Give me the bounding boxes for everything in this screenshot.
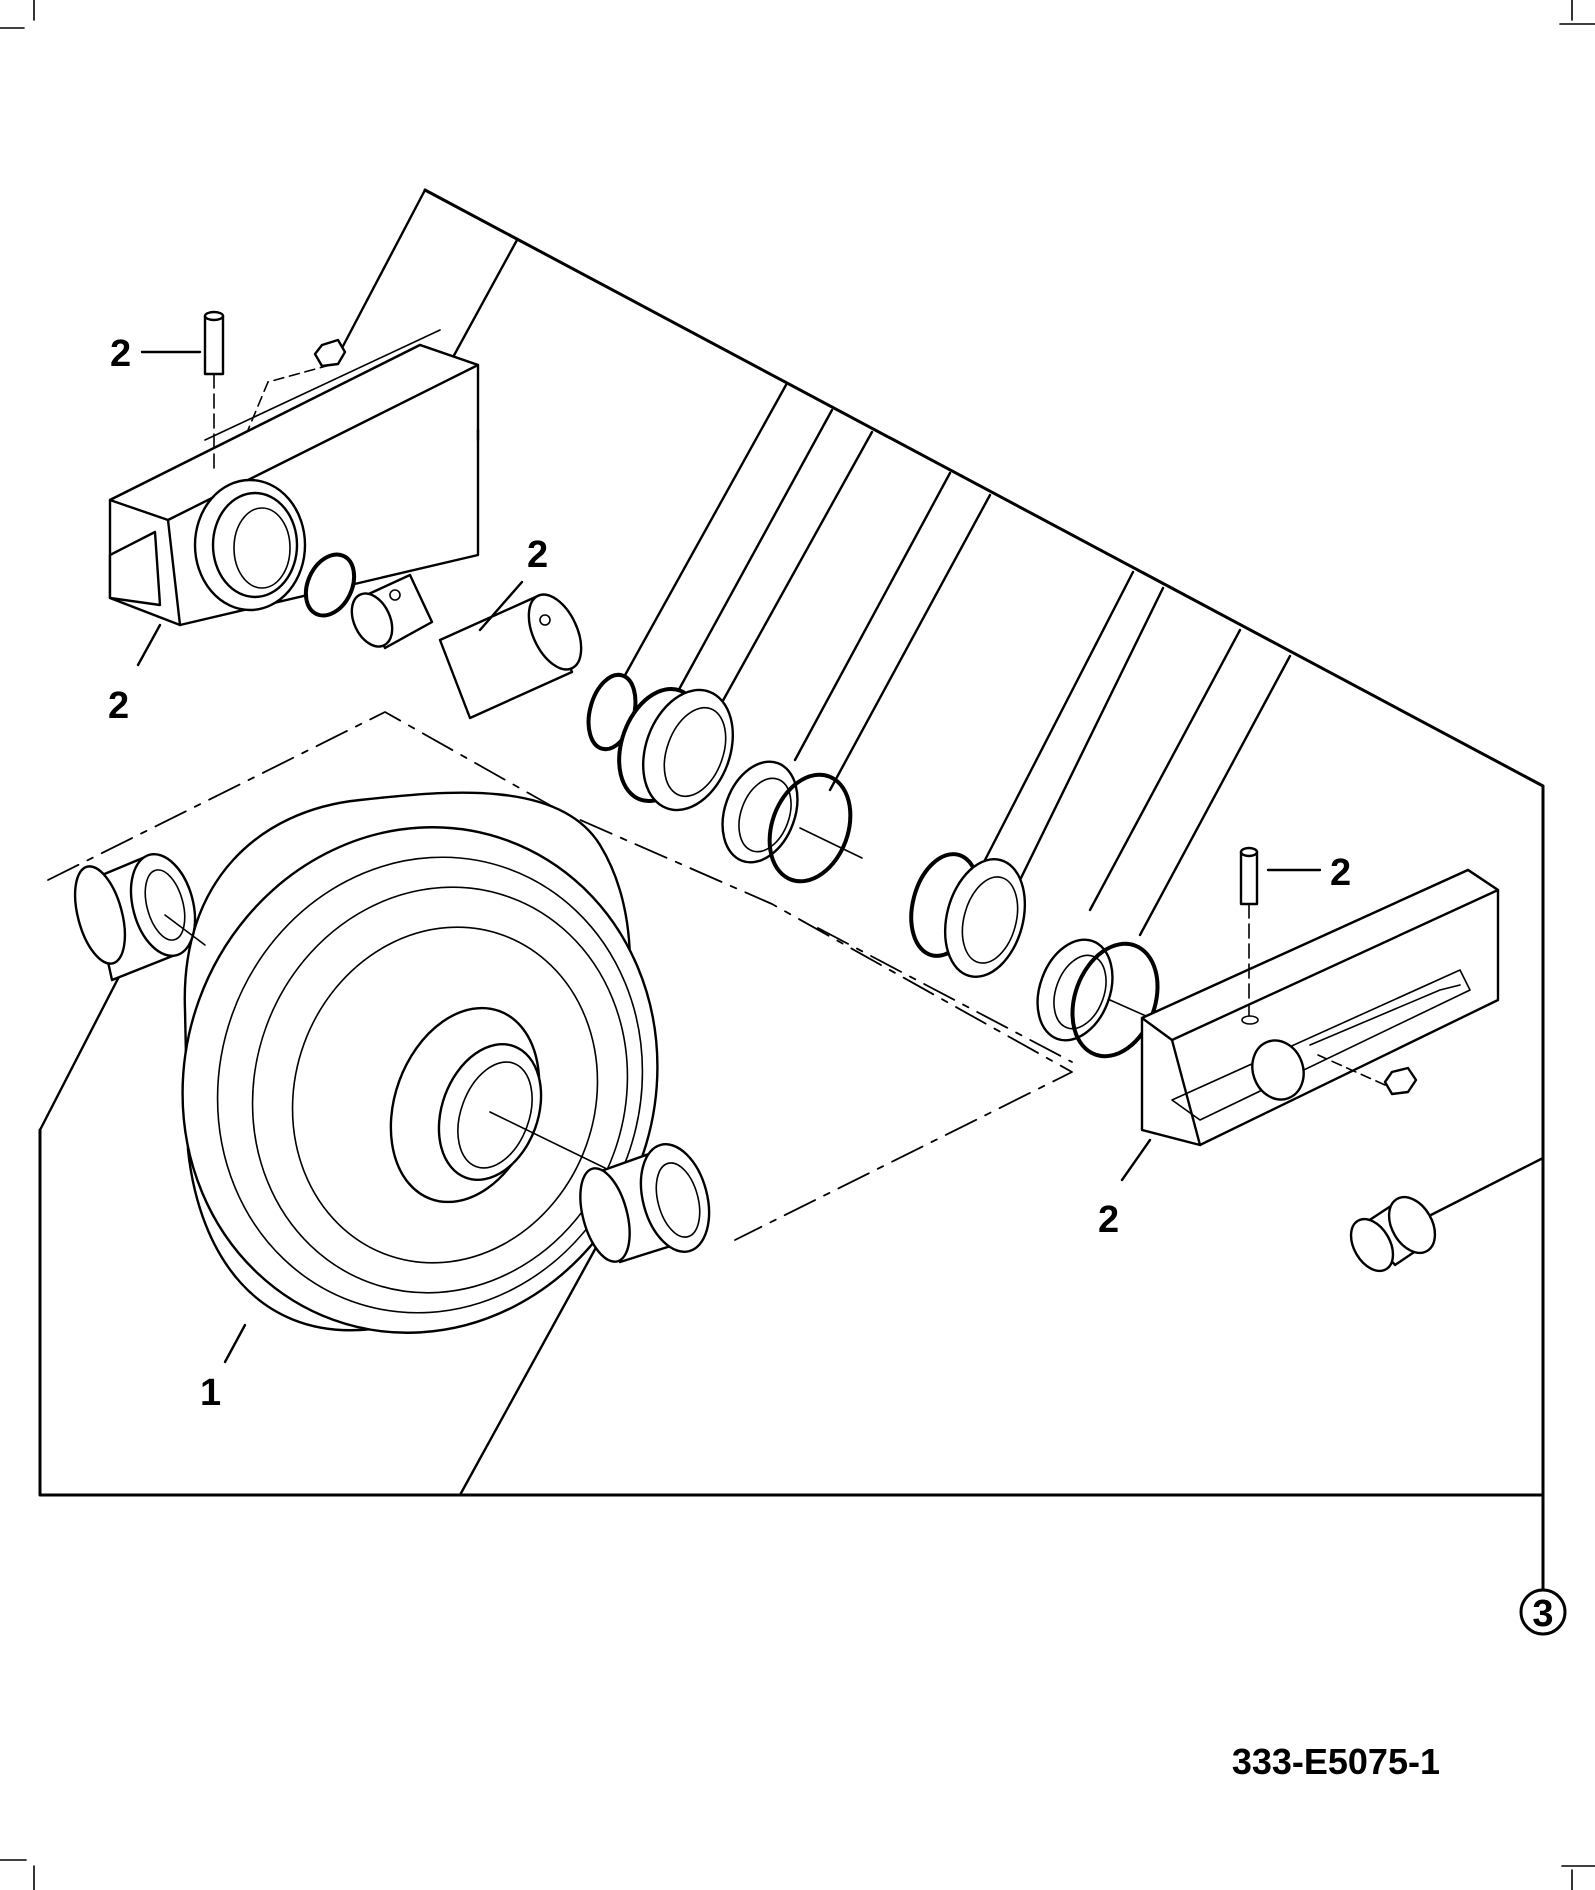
callout-leader-2c	[478, 580, 524, 632]
part-number: 333-E5075-1	[1232, 1741, 1440, 1782]
left-spring-pin	[203, 310, 225, 471]
idler-shaft	[350, 573, 583, 720]
center-lines	[47, 711, 1073, 1241]
callout-leader-2b	[136, 623, 162, 667]
right-idler-bracket	[1140, 868, 1500, 1147]
callout-2-right-pin: 2	[1330, 852, 1351, 894]
callout-2-left-bracket: 2	[108, 685, 129, 727]
right-floating-seal	[909, 852, 1027, 978]
callout-3-assembly: 3	[1519, 1588, 1567, 1636]
callout-2-right-bracket: 2	[1098, 1199, 1119, 1241]
callout-2-left-pin: 2	[110, 333, 131, 375]
left-snap-ring	[303, 552, 357, 618]
svg-text:3: 3	[1532, 1593, 1553, 1635]
left-bolt	[247, 338, 347, 431]
left-seal-retainer	[721, 760, 863, 884]
callout-leader-1	[223, 1323, 247, 1364]
right-bolt	[1317, 1054, 1418, 1096]
left-bushing	[73, 852, 206, 982]
left-floating-seal	[617, 686, 735, 812]
right-bushing	[579, 1143, 711, 1264]
callout-leader-2e	[1120, 1138, 1152, 1182]
grease-plug	[1349, 1195, 1437, 1273]
idler-wheel	[181, 791, 659, 1334]
left-idler-bracket	[108, 329, 480, 627]
assembly-bracket-frame	[38, 188, 1545, 1592]
callout-2-shaft: 2	[527, 534, 548, 576]
callout-1-idler-wheel: 1	[200, 1372, 221, 1414]
right-spring-pin	[1239, 846, 1259, 1016]
